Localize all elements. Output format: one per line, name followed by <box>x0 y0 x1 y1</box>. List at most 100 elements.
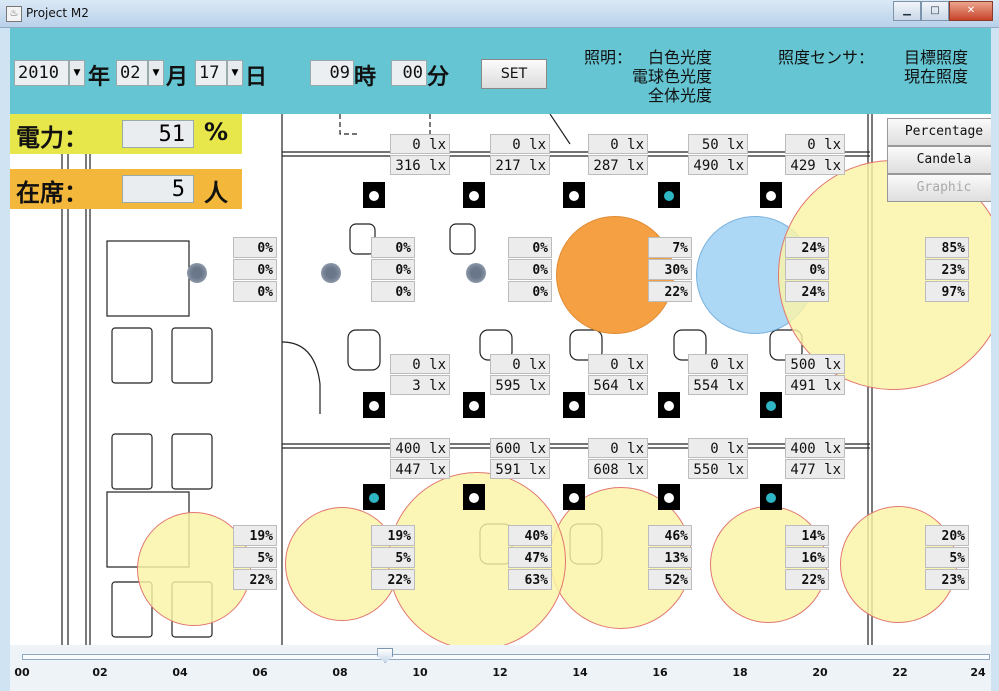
current-lux-cell: 3 lx <box>390 375 450 395</box>
seat-indicator <box>463 484 485 510</box>
total-light-cell: 52% <box>648 569 692 590</box>
bulb-light-cell: 5% <box>371 547 415 568</box>
total-light-cell: 0% <box>371 281 415 302</box>
time-tick-label: 14 <box>572 666 588 679</box>
sensor-legend-label: 照度センサ： <box>778 48 875 67</box>
current-lux-cell: 477 lx <box>785 459 845 479</box>
month-field[interactable]: 02 <box>116 60 148 86</box>
vacant-dot-icon <box>664 493 674 503</box>
slider-thumb[interactable] <box>377 648 394 663</box>
current-lux-cell: 591 lx <box>490 459 550 479</box>
target-lux-cell: 0 lx <box>390 354 450 374</box>
minute-field[interactable]: 00 <box>391 60 427 86</box>
target-lux-cell: 0 lx <box>588 134 648 154</box>
total-light-cell: 0% <box>233 281 277 302</box>
seat-indicator <box>760 182 782 208</box>
current-lux-cell: 564 lx <box>588 375 648 395</box>
bulb-light-cell: 0% <box>371 259 415 280</box>
target-lux-cell: 0 lx <box>588 354 648 374</box>
bulb-light-cell: 0% <box>785 259 829 280</box>
vacant-dot-icon <box>469 191 479 201</box>
seat-indicator <box>363 182 385 208</box>
vacant-dot-icon <box>569 493 579 503</box>
year-field[interactable]: 2010 <box>14 60 69 86</box>
target-lux-cell: 50 lx <box>688 134 748 154</box>
bulb-light-cell: 5% <box>925 547 969 568</box>
white-light-cell: 19% <box>371 525 415 546</box>
white-light-cell: 24% <box>785 237 829 258</box>
set-button[interactable]: SET <box>481 59 547 89</box>
target-lux-cell: 0 lx <box>490 354 550 374</box>
bulb-light-cell: 13% <box>648 547 692 568</box>
vacant-dot-icon <box>569 401 579 411</box>
seat-indicator <box>658 392 680 418</box>
time-tick-label: 12 <box>492 666 508 679</box>
occupied-dot-icon <box>766 493 776 503</box>
occupied-dot-icon <box>369 493 379 503</box>
white-light-cell: 19% <box>233 525 277 546</box>
target-lux-cell: 0 lx <box>785 134 845 154</box>
hour-unit: 時 <box>354 65 377 90</box>
seat-indicator <box>760 484 782 510</box>
percentage-button[interactable]: Percentage <box>887 118 991 146</box>
total-light-cell: 0% <box>508 281 552 302</box>
title-bar: ♨ Project M2 ▁ □ ✕ <box>0 0 999 28</box>
time-tick-label: 16 <box>652 666 668 679</box>
target-lux-cell: 400 lx <box>390 438 450 458</box>
time-tick-label: 02 <box>92 666 108 679</box>
bulb-light-cell: 16% <box>785 547 829 568</box>
day-dropdown-icon[interactable]: ▼ <box>227 60 243 86</box>
target-lux-cell: 0 lx <box>688 354 748 374</box>
presence-label: 在席： <box>16 179 88 207</box>
target-lux-cell: 0 lx <box>490 134 550 154</box>
month-dropdown-icon[interactable]: ▼ <box>148 60 164 86</box>
close-button[interactable]: ✕ <box>949 1 993 21</box>
presence-unit: 人 <box>204 179 228 207</box>
legend-white-light: 白色光度 <box>648 48 713 67</box>
minute-unit: 分 <box>427 65 450 90</box>
time-tick-label: 10 <box>412 666 428 679</box>
seat-indicator <box>463 392 485 418</box>
current-lux-cell: 316 lx <box>390 155 450 175</box>
white-light-cell: 40% <box>508 525 552 546</box>
white-light-cell: 46% <box>648 525 692 546</box>
current-lux-cell: 429 lx <box>785 155 845 175</box>
bulb-light-cell: 23% <box>925 259 969 280</box>
time-tick-label: 06 <box>252 666 268 679</box>
total-light-cell: 24% <box>785 281 829 302</box>
target-lux-cell: 400 lx <box>785 438 845 458</box>
current-lux-cell: 550 lx <box>688 459 748 479</box>
time-tick-label: 04 <box>172 666 188 679</box>
bulb-light-cell: 5% <box>233 547 277 568</box>
white-light-cell: 0% <box>233 237 277 258</box>
minimize-button[interactable]: ▁ <box>893 1 921 21</box>
white-light-cell: 0% <box>371 237 415 258</box>
window-controls: ▁ □ ✕ <box>893 1 993 21</box>
seat-indicator <box>658 484 680 510</box>
light-dot <box>321 263 341 283</box>
year-dropdown-icon[interactable]: ▼ <box>69 60 85 86</box>
total-light-cell: 22% <box>371 569 415 590</box>
seat-indicator <box>563 182 585 208</box>
total-light-cell: 23% <box>925 569 969 590</box>
bulb-light-cell: 47% <box>508 547 552 568</box>
candela-button[interactable]: Candela <box>887 146 991 174</box>
hour-field[interactable]: 09 <box>310 60 354 86</box>
target-lux-cell: 0 lx <box>390 134 450 154</box>
legend-bulb-light: 電球色光度 <box>632 67 713 86</box>
graphic-button[interactable]: Graphic <box>887 174 991 202</box>
seat-indicator <box>563 484 585 510</box>
maximize-button[interactable]: □ <box>921 1 949 21</box>
vacant-dot-icon <box>369 401 379 411</box>
slider-track[interactable] <box>22 654 990 660</box>
total-light-cell: 63% <box>508 569 552 590</box>
month-unit: 月 <box>166 65 189 90</box>
vacant-dot-icon <box>766 191 776 201</box>
day-field[interactable]: 17 <box>195 60 227 86</box>
seat-indicator <box>563 392 585 418</box>
light-dot <box>466 263 486 283</box>
white-light-cell: 14% <box>785 525 829 546</box>
presence-value: 5 <box>122 175 194 203</box>
year-unit: 年 <box>88 65 111 90</box>
